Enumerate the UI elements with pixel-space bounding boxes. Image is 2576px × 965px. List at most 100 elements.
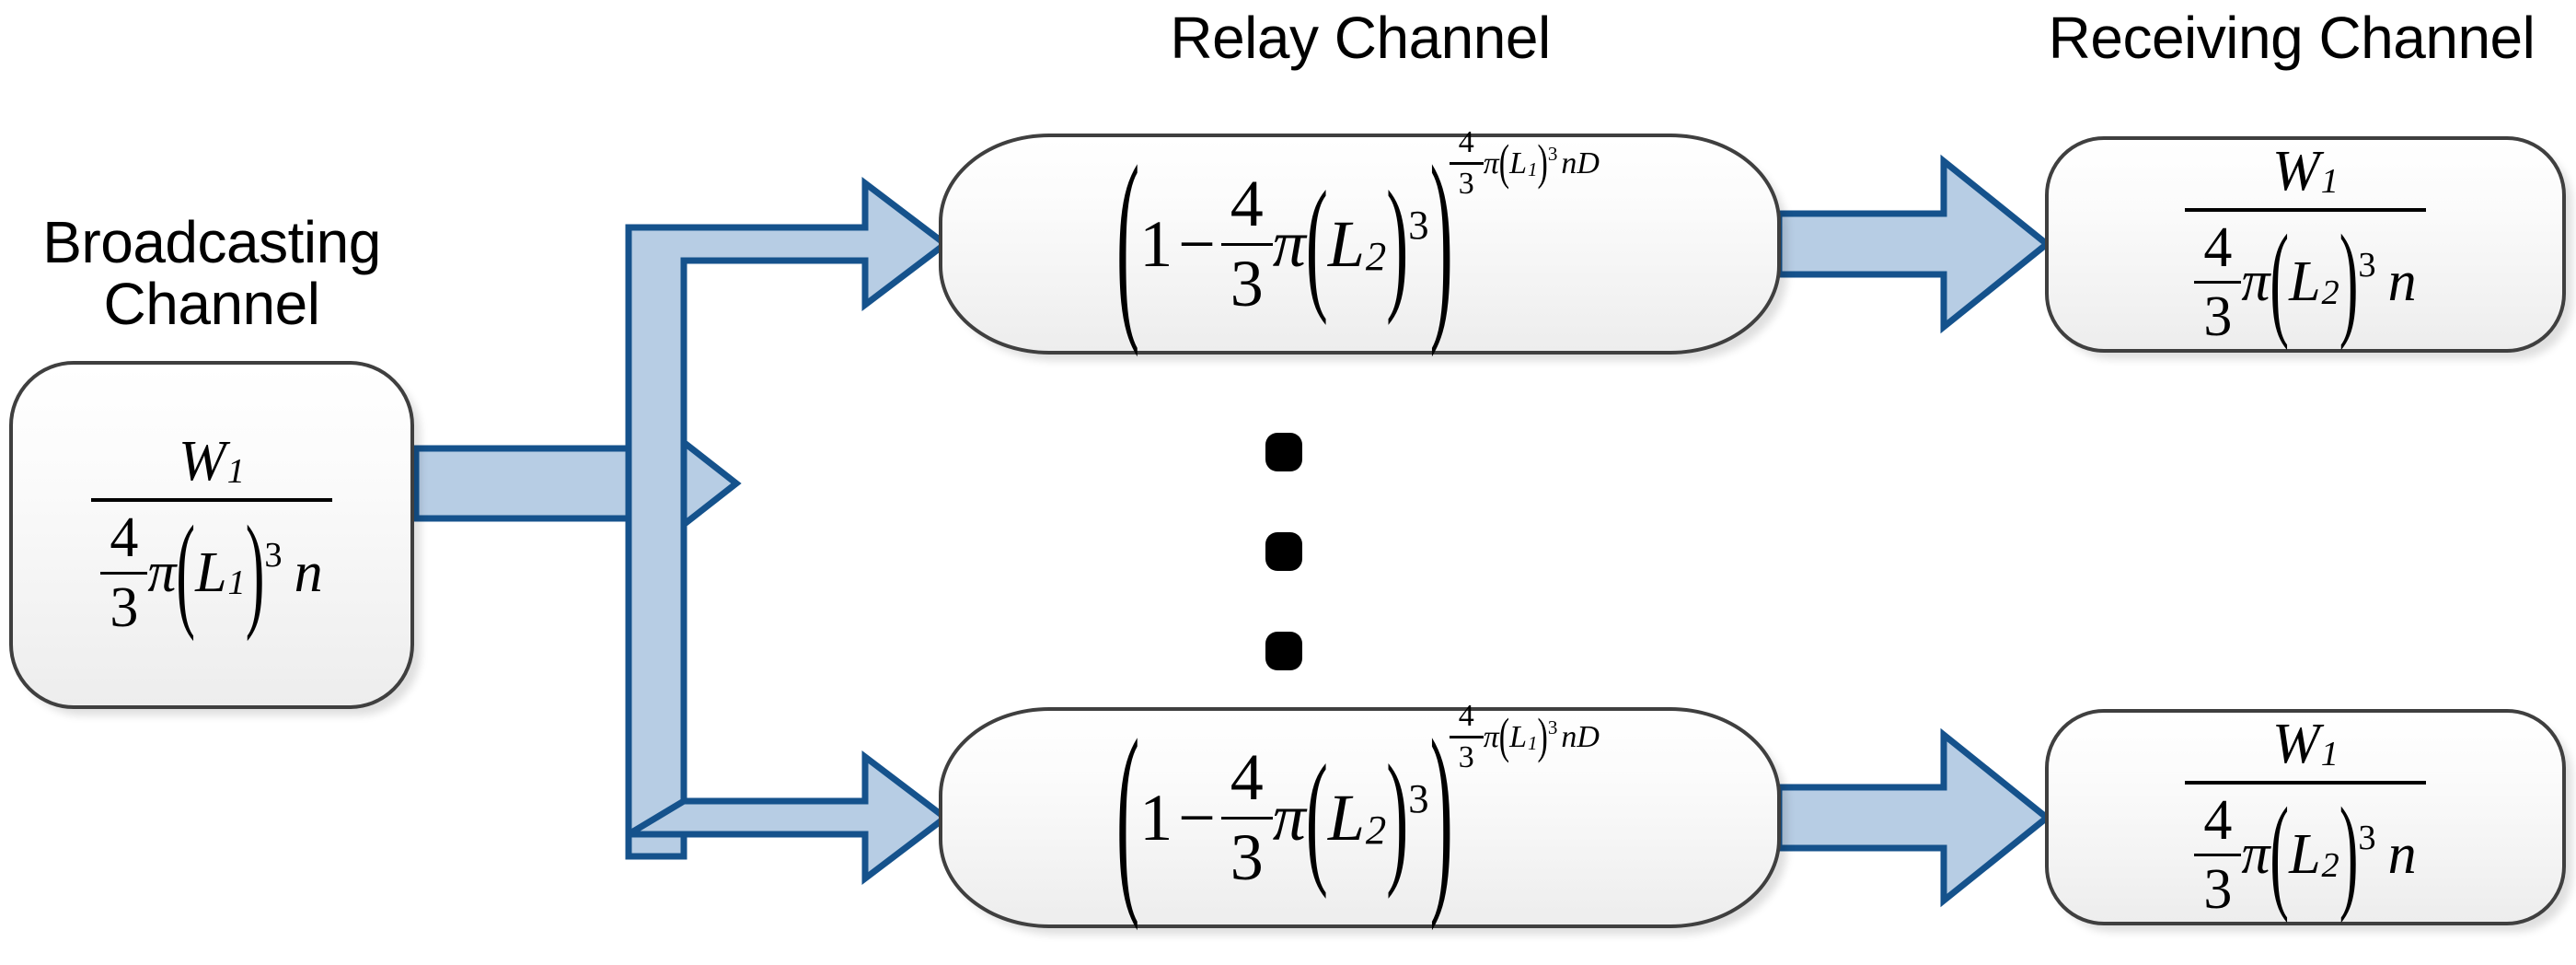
heading-receiving: Receiving Channel [2048,5,2536,71]
relay-top-frac-4: 4 [1230,166,1264,240]
relay-top-frac-bar [1220,242,1273,246]
vertical-ellipsis-dot-1 [1265,433,1302,471]
vertical-ellipsis-dot-3 [1265,632,1302,670]
receive-bottom-den-3: 3 [2203,858,2233,922]
relay-bottom-exp-pi: π [1483,719,1499,754]
relay-bottom-open-paren: ( [1116,699,1140,934]
arrow-split-to-relay-bottom [625,750,951,886]
receive-bottom-fraction-bar [2185,780,2426,785]
relay-top-frac-3: 3 [1230,246,1264,320]
receive-top-den-L-sub: 2 [2321,273,2339,312]
relay-bottom-close-paren: ) [1429,699,1453,934]
relay-top-inner-power: 3 [1408,201,1429,248]
receive-top-den-4: 4 [2203,215,2233,279]
relay-top-exp-4: 4 [1458,124,1474,159]
relay-top-exp-power: 3 [1547,143,1558,166]
relay-top-exp-pi: π [1483,145,1499,180]
receive-top-num-W: W [2272,139,2320,203]
relay-top-exp-L: L [1509,145,1527,180]
relay-bottom-frac-4: 4 [1230,739,1264,814]
relay-bottom-exp-bar [1449,736,1484,739]
receive-top-den-L: L [2289,250,2321,314]
broadcast-den-inner-bar [100,571,148,575]
relay-bottom-one: 1 [1139,780,1173,855]
heading-broadcasting: Broadcasting Channel [42,209,381,337]
broadcast-den-3: 3 [110,576,139,639]
relay-bottom-exp-fraction: 4 3 [1449,698,1484,775]
relay-bottom-inner-close: ) [1386,733,1409,900]
relay-bottom-frac-bar [1220,816,1273,820]
relay-bottom-inner-open: ( [1305,733,1328,900]
relay-top-one: 1 [1139,206,1173,281]
arrow-relay-bottom-to-receive [1775,727,2052,908]
relay-bottom-pi: π [1272,780,1306,855]
broadcast-den-L: L [195,541,227,604]
relay-bottom-fraction: 4 3 [1220,739,1273,894]
relay-top-exp-L-sub: 1 [1528,157,1538,180]
relay-top-exp-D: D [1577,145,1600,180]
broadcast-den-4: 4 [110,506,139,570]
broadcast-den-pi: π [147,541,177,604]
receive-top-den-inner-fraction: 4 3 [2194,215,2242,349]
relay-top-open-paren: ( [1116,125,1140,360]
relay-top-inner-close: ) [1386,159,1409,326]
relay-top-exp-3: 3 [1458,167,1474,202]
receive-top-den-power: 3 [2358,245,2376,285]
relay-top-pi: π [1272,206,1306,281]
receive-bottom-den-power: 3 [2358,818,2376,857]
receive-top-num-W-sub: 1 [2320,161,2339,201]
relay-bottom-exp-D: D [1577,719,1600,754]
relay-top-close-paren: ) [1429,125,1453,360]
broadcast-den-L-sub: 1 [227,564,246,603]
relay-bottom-exp-close: ) [1537,709,1548,764]
arrow-split-to-relay-top [625,176,951,860]
broadcast-den-power: 3 [264,536,283,576]
relay-bottom-exp-n: n [1561,719,1577,754]
relay-bottom-inner-power: 3 [1408,774,1429,821]
receive-bottom-den-inner-bar [2194,854,2242,857]
relay-top-minus: − [1178,206,1216,281]
relay-top-exp-open: ( [1498,135,1510,191]
relay-top-inner-open: ( [1305,159,1328,326]
broadcast-den-inner-fraction: 4 3 [100,506,148,639]
receive-bottom-den-pi: π [2241,823,2270,887]
relay-top-exp-close: ) [1537,135,1548,191]
receive-top-den-close-paren: ) [2339,211,2359,353]
receive-bottom-num-W-sub: 1 [2320,734,2339,773]
broadcast-den-close-paren: ) [245,501,265,643]
relay-bottom-exp-3: 3 [1458,740,1474,775]
heading-relay: Relay Channel [1170,5,1551,71]
relay-bottom-exp-L-sub: 1 [1528,731,1538,754]
receive-top-den-3: 3 [2203,285,2233,349]
relay-top-fraction: 4 3 [1220,166,1273,320]
broadcast-den-open-paren: ( [176,501,196,643]
relay-top-L-sub: 2 [1365,233,1387,280]
relay-bottom-exp-4: 4 [1458,698,1474,733]
relay-top-exp-n: n [1561,145,1577,180]
relay-top-L: L [1327,206,1365,281]
relay-top-exp-fraction: 4 3 [1449,124,1484,202]
receive-bottom-den-open-paren: ( [2270,784,2290,925]
relay-top-exp-bar [1449,162,1484,166]
arrow-relay-top-to-receive [1775,154,2052,334]
